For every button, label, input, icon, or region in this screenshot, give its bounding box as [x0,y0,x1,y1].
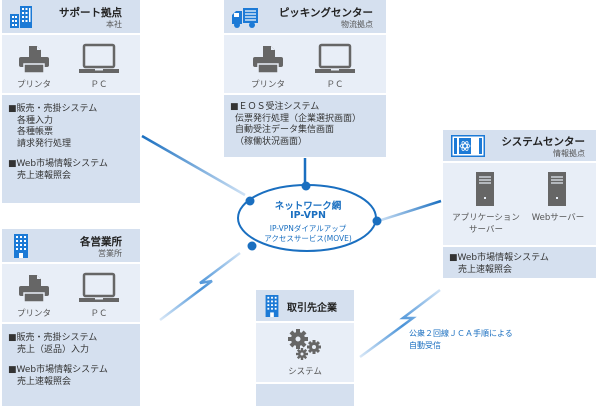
support-system-list: ■販売・売掛システム 各種入力 各種帳票 請求発行処理 ■Web市場情報システム… [2,95,140,203]
partner-system-label: システム [288,367,322,377]
node-dot [372,216,382,226]
sales-offices-pc-label: ＰＣ [90,309,108,319]
app-server-label-1: アプリケーション [452,213,520,223]
picking-subtitle: 物流拠点 [341,20,373,29]
network-subtitle: IP-VPN [290,210,326,221]
sales-offices-box: 各営業所 営業所 プリンタ ＰＣ ■販売・売掛システム 売上（返品）入力 ■We… [2,229,140,406]
sales-offices-subtitle: 営業所 [98,249,122,258]
system-center-system-list: ■Web市場情報システム 売上速報照会 [443,247,596,278]
partner-company-box: 取引先企業 システム [256,290,354,406]
system-function: 各種帳票 [17,127,54,137]
jca-note-line1: 公衆２回線ＪＣＡ手順による [409,329,513,338]
laptop-icon [79,43,119,73]
system-function: 売上速報照会 [17,376,72,387]
data-center-icon [451,135,485,157]
link-support [141,134,246,197]
system-function: 売上速報照会 [17,170,72,181]
link-partner-jca [359,289,441,359]
server-icon [548,172,566,206]
partner-header: 取引先企業 [256,290,354,323]
picking-pc-label: ＰＣ [326,80,344,90]
network-service-line2: アクセスサービス(MOVE) [264,234,352,243]
network-service-line1: IP-VPNダイアルアップ [269,224,347,233]
system-heading: ■販売・売掛システム [8,104,98,114]
node-dot [245,196,255,206]
laptop-icon [315,43,355,73]
app-server-label-2: サーバー [469,225,503,235]
network-title: ネットワーク網 [274,201,342,212]
system-function: 伝票発行処理（企業選択画面） [235,113,362,124]
system-center-header: システムセンター 情報拠点 [443,130,596,163]
support-subtitle: 本社 [106,20,122,29]
sales-offices-system-list: ■販売・売掛システム 売上（返品）入力 ■Web市場情報システム 売上速報照会 [2,324,140,406]
support-devices: プリンタ ＰＣ [2,35,140,95]
picking-devices: プリンタ ＰＣ [224,35,386,95]
support-printer-label: プリンタ [16,80,51,90]
system-heading: ■販売・売掛システム [8,333,98,343]
picking-printer-label: プリンタ [250,80,285,90]
building-icon [265,295,279,317]
picking-title: ピッキングセンター [278,7,373,19]
link-system-center [377,199,442,223]
printer-icon [19,275,49,303]
support-title: サポート拠点 [59,7,122,19]
web-server-label: Webサーバー [531,213,585,223]
system-heading: ■ＥＯＳ受注システム [230,102,320,112]
system-heading: ■Web市場情報システム [8,365,108,375]
system-function: 各種入力 [17,115,54,126]
sales-offices-header: 各営業所 営業所 [2,229,140,264]
node-dot [247,241,257,251]
laptop-icon [79,272,119,302]
support-site-box: サポート拠点 本社 プリンタ ＰＣ ■販売・売掛システム 各種入力 各種帳票 請… [2,0,140,203]
support-pc-label: ＰＣ [90,80,108,90]
system-center-box: システムセンター 情報拠点 アプリケーション サーバー Webサーバー ■Web… [443,130,596,278]
support-header: サポート拠点 本社 [2,0,140,35]
partner-devices: システム [256,323,354,384]
system-function: 売上速報照会 [458,264,513,275]
system-function: 売上（返品）入力 [17,344,90,355]
system-heading: ■Web市場情報システム [8,159,108,169]
buildings-icon [10,6,32,28]
sales-offices-printer-label: プリンタ [16,309,51,319]
system-center-devices: アプリケーション サーバー Webサーバー [443,163,596,247]
link-sales-offices [159,252,241,321]
system-function: （稼働状況画面） [235,136,308,147]
sales-offices-title: 各営業所 [80,236,122,248]
printer-icon [253,46,283,74]
picking-system-list: ■ＥＯＳ受注システム 伝票発行処理（企業選択画面） 自動受注データ集信画面 （稼… [224,95,386,157]
sales-offices-devices: プリンタ ＰＣ [2,264,140,324]
gears-icon [288,329,321,360]
server-icon [476,172,494,206]
system-heading: ■Web市場情報システム [449,253,549,263]
truck-icon [232,8,258,28]
building-icon [14,234,28,258]
system-function: 自動受注データ集信画面 [235,125,335,135]
jca-note-line2: 自動受信 [409,341,441,350]
system-function: 請求発行処理 [17,138,72,149]
printer-icon [19,46,49,74]
node-dot [301,181,311,191]
picking-center-box: ピッキングセンター 物流拠点 プリンタ ＰＣ ■ＥＯＳ受注システム 伝票発行処理… [224,0,386,157]
system-center-title: システムセンター [501,136,585,148]
partner-title: 取引先企業 [287,303,337,314]
system-center-subtitle: 情報拠点 [553,149,585,158]
picking-header: ピッキングセンター 物流拠点 [224,0,386,35]
